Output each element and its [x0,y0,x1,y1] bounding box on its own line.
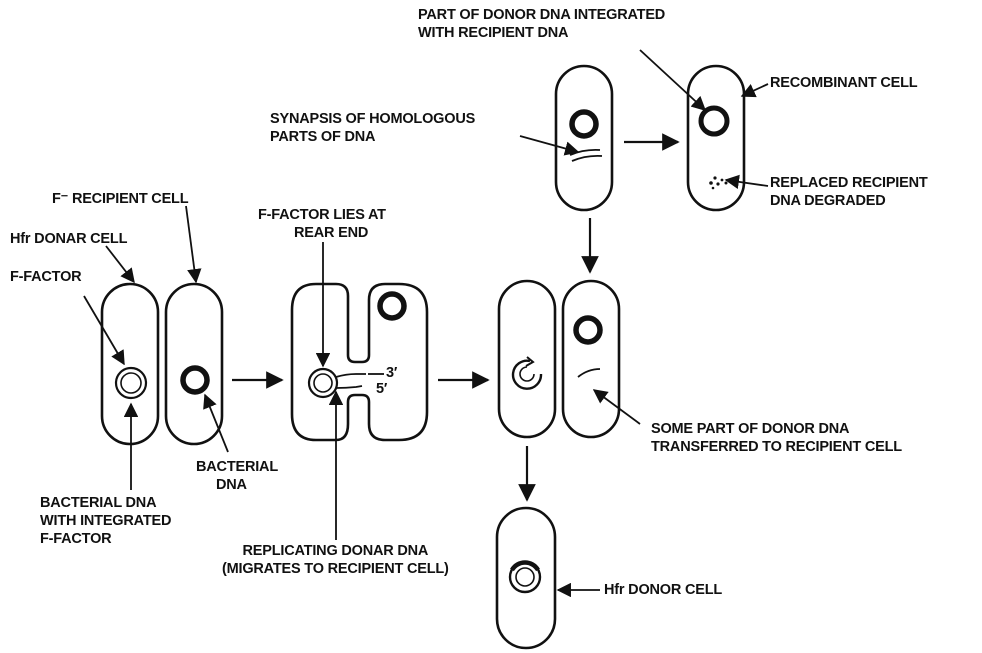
label-strand-3-text: 3′ [386,365,397,381]
hfr-donor-cell [102,284,158,444]
recipient-cell-after-transfer [563,281,619,437]
pointer-hfr-donar [106,246,134,282]
final-hfr-donor-cell [497,508,555,648]
label-recombinant-cell-text: RECOMBINANT CELL [770,75,917,91]
label-f-factor-text: F-FACTOR [10,269,81,285]
label-hfr-donor-text: Hfr DONOR CELL [604,582,722,598]
label-strand-5-text: 5′ [376,381,387,397]
label-replicating-line1: REPLICATING DONAR DNA [222,542,449,560]
label-strand-3: 3′ [386,364,397,382]
label-f-factor-rear: F-FACTOR LIES AT REAR END [258,206,386,242]
label-hfr-donar-cell: Hfr DONAR CELL [10,230,127,248]
label-donor-integrated: PART OF DONOR DNA INTEGRATED WITH RECIPI… [418,6,665,42]
label-synapsis: SYNAPSIS OF HOMOLOGOUS PARTS OF DNA [270,110,475,146]
label-bacterial-dna-line1: BACTERIAL [196,458,278,476]
label-hfr-donor-cell: Hfr DONOR CELL [604,581,722,599]
label-bacterial-dna-line2: DNA [196,476,278,494]
label-f-factor-rear-line1: F-FACTOR LIES AT [258,206,386,224]
label-f-factor-rear-line2: REAR END [258,224,386,242]
label-some-part-line1: SOME PART OF DONOR DNA [651,420,902,438]
label-bacterial-dna-integrated: BACTERIAL DNA WITH INTEGRATED F-FACTOR [40,494,171,548]
label-strand-5: 5′ [376,380,387,398]
label-replaced-degraded: REPLACED RECIPIENT DNA DEGRADED [770,174,928,210]
label-donor-integrated-line1: PART OF DONOR DNA INTEGRATED [418,6,665,24]
label-replicating-donar: REPLICATING DONAR DNA (MIGRATES TO RECIP… [222,542,449,578]
label-donor-integrated-line2: WITH RECIPIENT DNA [418,24,665,42]
label-bacterial-dna: BACTERIAL DNA [196,458,278,494]
pointer-f-minus [186,206,196,282]
label-hfr-donar-text: Hfr DONAR CELL [10,231,127,247]
f-minus-recipient-cell [166,284,222,444]
label-bacterial-integrated-line2: WITH INTEGRATED [40,512,171,530]
mating-pair-cells [292,284,427,440]
label-f-minus-text: F⁻ RECIPIENT CELL [52,191,188,207]
pointer-recombinant [742,84,768,96]
recombinant-cell [688,66,744,210]
label-bacterial-integrated-line1: BACTERIAL DNA [40,494,171,512]
label-some-part-transferred: SOME PART OF DONOR DNA TRANSFERRED TO RE… [651,420,902,456]
label-synapsis-line2: PARTS OF DNA [270,128,475,146]
label-some-part-line2: TRANSFERRED TO RECIPIENT CELL [651,438,902,456]
label-bacterial-integrated-line3: F-FACTOR [40,530,171,548]
label-synapsis-line1: SYNAPSIS OF HOMOLOGOUS [270,110,475,128]
label-f-minus-recipient: F⁻ RECIPIENT CELL [52,190,188,208]
label-recombinant-cell: RECOMBINANT CELL [770,74,917,92]
donor-cell-after-transfer [499,281,555,437]
label-f-factor: F-FACTOR [10,268,81,286]
label-replicating-line2: (MIGRATES TO RECIPIENT CELL) [222,560,449,578]
label-replaced-line1: REPLACED RECIPIENT [770,174,928,192]
label-replaced-line2: DNA DEGRADED [770,192,928,210]
